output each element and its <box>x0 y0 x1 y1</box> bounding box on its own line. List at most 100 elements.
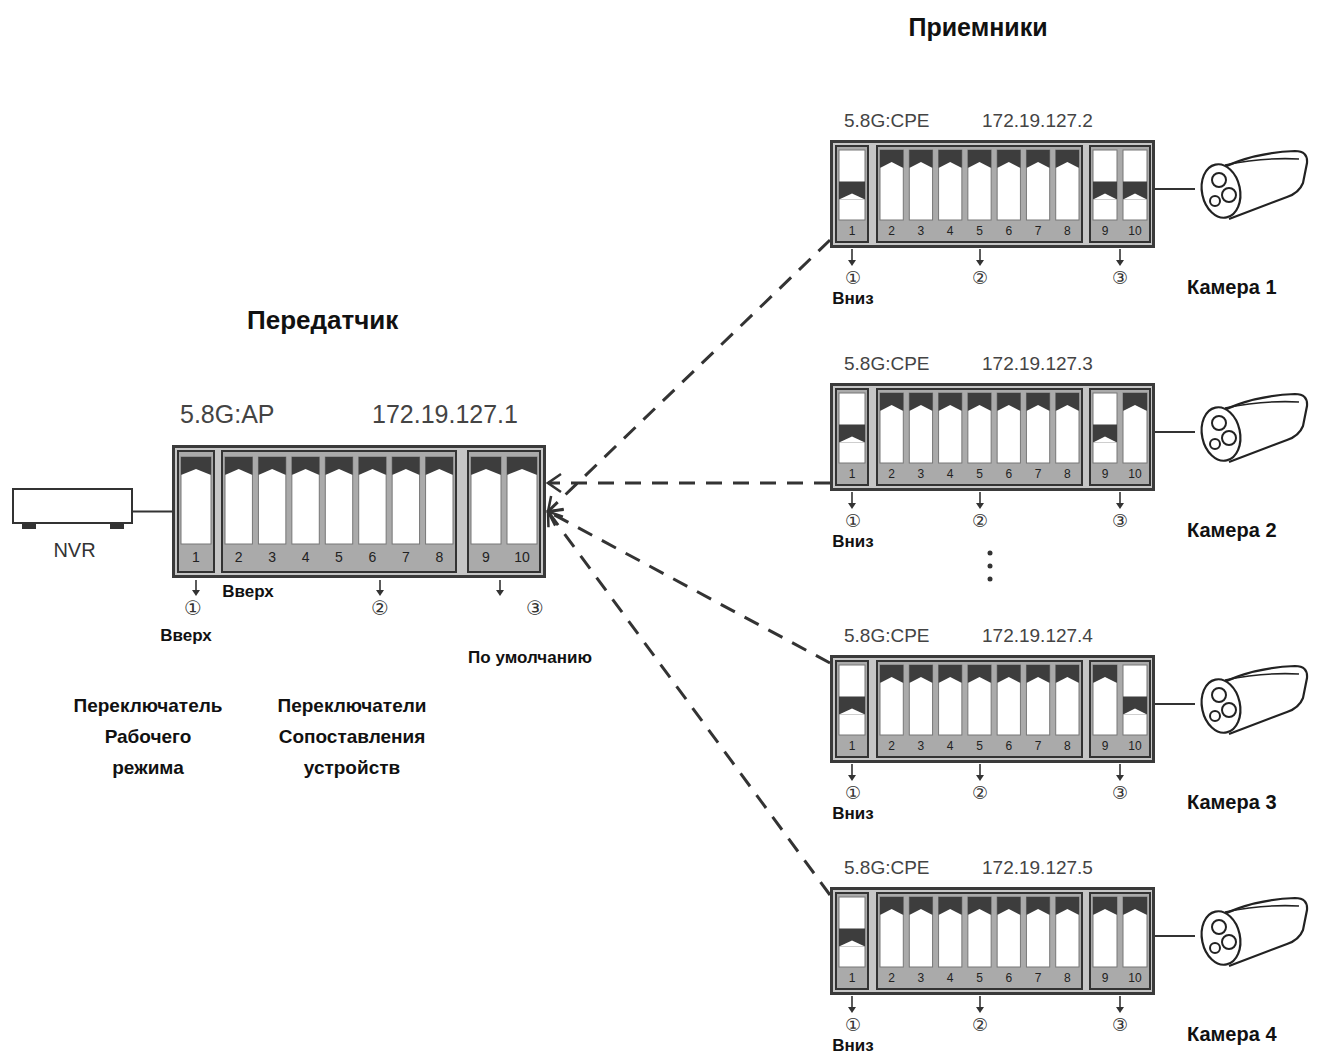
wireless-link <box>548 482 830 485</box>
switch-group <box>836 389 868 485</box>
switch-knob-notch <box>839 709 865 715</box>
switch-group <box>877 661 1082 757</box>
switch-slot <box>909 150 932 220</box>
switch-knob <box>880 150 903 168</box>
camera-lens-ring <box>1197 676 1245 737</box>
leader-head <box>848 260 856 266</box>
switch-number: 2 <box>888 224 895 238</box>
camera-lens <box>1222 188 1236 202</box>
switch-knob <box>507 457 537 475</box>
camera-lens <box>1212 920 1226 934</box>
callout-number: ② <box>972 267 988 289</box>
nvr-feet <box>22 524 124 529</box>
switch-knob-notch <box>968 162 991 168</box>
callout-number: ③ <box>1112 267 1128 289</box>
switch-number: 5 <box>976 739 983 753</box>
switch-knob <box>1123 897 1147 915</box>
leader-line <box>851 492 853 504</box>
switch-knob <box>1123 182 1147 200</box>
switch-knob-notch <box>181 469 211 475</box>
switch-knob <box>939 393 962 411</box>
switch-knob-notch <box>880 909 903 915</box>
switch-knob <box>1056 393 1079 411</box>
switch-slot <box>1093 150 1117 220</box>
switch-knob <box>1093 182 1117 200</box>
switch-knob-notch <box>939 909 962 915</box>
camera-node: Камера 4 <box>1195 896 1310 976</box>
switch-number: 3 <box>918 971 925 985</box>
camera-node: Камера 3 <box>1195 664 1310 744</box>
switch-slot <box>1056 393 1079 463</box>
camera-illustration <box>1195 896 1310 976</box>
dot <box>988 564 993 569</box>
switch-knob-notch <box>939 405 962 411</box>
switch-number: 5 <box>976 224 983 238</box>
switch-slot <box>1056 150 1079 220</box>
switch-number: 8 <box>1064 224 1071 238</box>
leader-line <box>979 492 981 504</box>
switch-knob-notch <box>997 677 1020 683</box>
switch-knob-notch <box>392 469 419 475</box>
switch-number: 3 <box>268 549 276 566</box>
switch-knob <box>909 897 932 915</box>
switch-knob <box>880 393 903 411</box>
switch-slot <box>1093 897 1117 967</box>
switch-number: 5 <box>976 971 983 985</box>
switch-number: 6 <box>1005 467 1012 481</box>
callout-number: ② <box>972 782 988 804</box>
annotation-label: Вверх <box>222 582 274 602</box>
switch-number: 4 <box>947 224 954 238</box>
switch-knob <box>997 150 1020 168</box>
switch-slot <box>1123 665 1147 735</box>
switch-slot <box>880 150 903 220</box>
leader-arrows <box>192 249 1124 1013</box>
switch-knob-notch <box>258 469 285 475</box>
switch-slot <box>1026 665 1049 735</box>
switch-slot <box>839 393 865 463</box>
switch-knob <box>325 457 352 475</box>
switch-knob <box>968 150 991 168</box>
panel-frame <box>832 657 1154 762</box>
camera-lens <box>1210 439 1220 449</box>
annotation-label: Вверх <box>160 626 212 646</box>
switch-knob <box>1026 393 1049 411</box>
switch-number: 9 <box>1102 467 1109 481</box>
camera-lens <box>1222 935 1236 949</box>
switch-knob <box>1026 897 1049 915</box>
switch-slot <box>997 393 1020 463</box>
switch-slot <box>258 457 285 544</box>
switch-slot <box>909 393 932 463</box>
switch-knob-notch <box>1093 677 1117 683</box>
leader-head <box>848 775 856 781</box>
switch-group <box>836 661 868 757</box>
annotation-label: Вниз <box>832 804 873 824</box>
node-text: 172.19.127.3 <box>982 353 1093 376</box>
leader-head <box>1116 775 1124 781</box>
switch-number: 9 <box>1102 739 1109 753</box>
switch-number: 2 <box>888 971 895 985</box>
switch-knob-notch <box>1026 909 1049 915</box>
switch-slot <box>1123 150 1147 220</box>
leader-head <box>976 503 984 509</box>
switch-knob <box>968 665 991 683</box>
switch-slot <box>1026 150 1049 220</box>
switch-knob-notch <box>1123 194 1147 200</box>
switch-slot <box>1026 897 1049 967</box>
node-title: Передатчик <box>247 305 398 336</box>
node-title: NVR <box>4 538 145 562</box>
switch-number: 6 <box>369 549 377 566</box>
switch-number: 2 <box>888 739 895 753</box>
callout-number: ③ <box>526 596 544 620</box>
switch-slot <box>939 393 962 463</box>
switch-knob <box>839 929 865 947</box>
switch-knob <box>392 457 419 475</box>
switch-number: 8 <box>1064 739 1071 753</box>
leader-head <box>192 590 200 596</box>
leader-head <box>976 1007 984 1013</box>
node-text: 172.19.127.2 <box>982 110 1093 133</box>
switch-slot <box>939 150 962 220</box>
switch-knob <box>1123 697 1147 715</box>
switch-knob <box>839 182 865 200</box>
switch-group <box>1090 389 1150 485</box>
switch-number: 5 <box>335 549 343 566</box>
